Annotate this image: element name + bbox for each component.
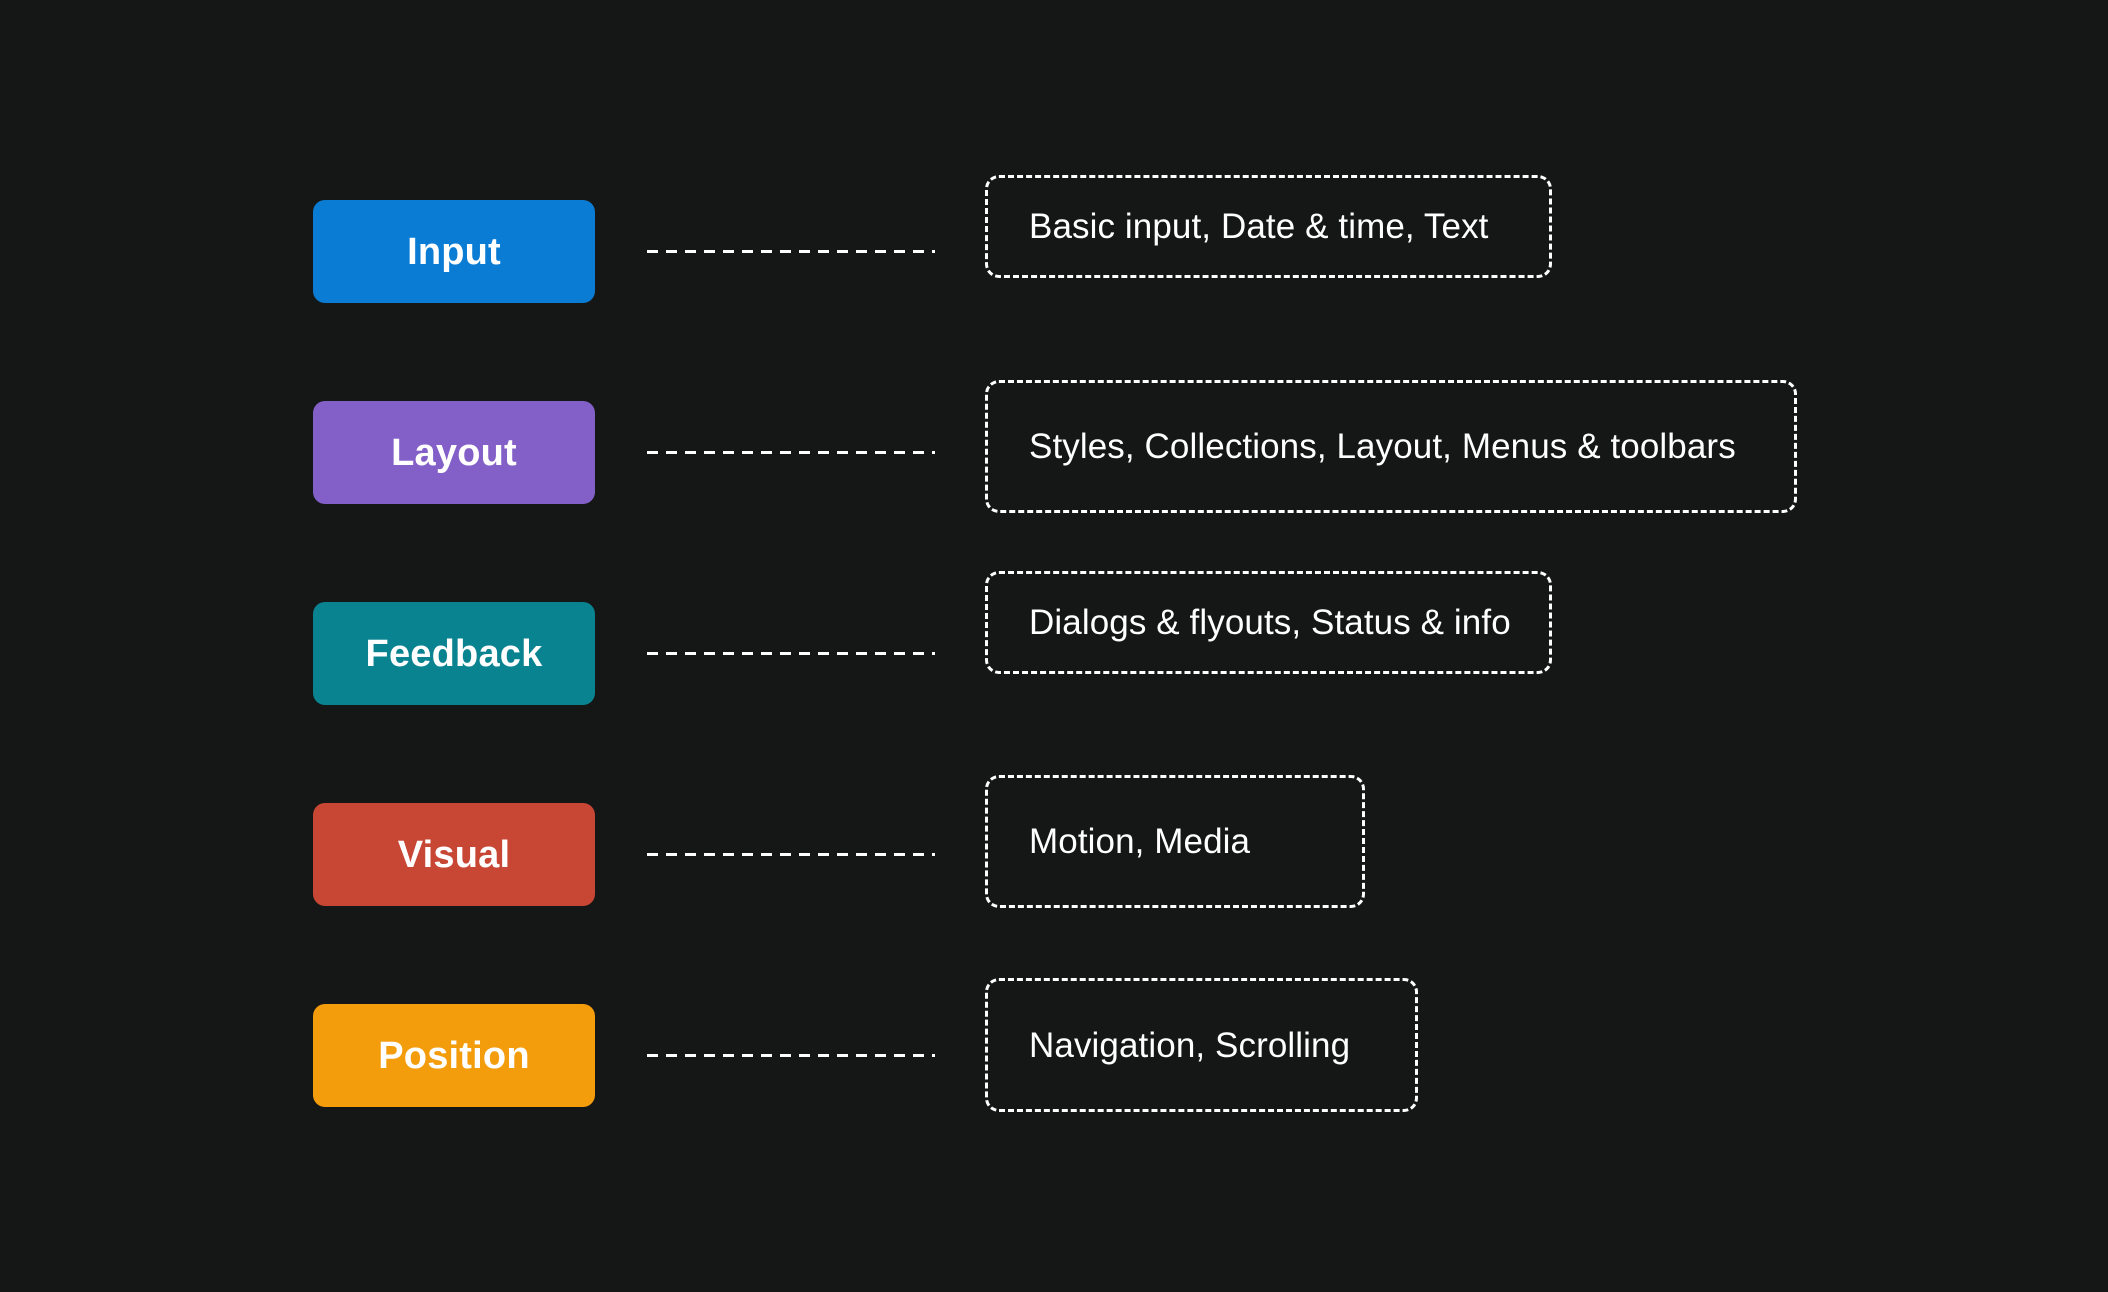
diagram-row-input: Input Basic input, Date & time, Text bbox=[0, 175, 2108, 303]
contents-box-label: Navigation, Scrolling bbox=[1029, 1025, 1351, 1065]
category-pill-input[interactable]: Input bbox=[313, 200, 595, 303]
contents-box-label: Basic input, Date & time, Text bbox=[1029, 207, 1489, 246]
dashed-connector-icon bbox=[647, 451, 935, 454]
contents-box-visual[interactable]: Motion, Media bbox=[985, 775, 1365, 908]
diagram-row-visual: Visual Motion, Media bbox=[0, 775, 2108, 908]
diagram-row-position: Position Navigation, Scrolling bbox=[0, 978, 2108, 1112]
category-pill-position[interactable]: Position bbox=[313, 1004, 595, 1107]
category-pill-label: Feedback bbox=[365, 632, 543, 675]
dashed-connector-icon bbox=[647, 853, 935, 856]
category-pill-label: Layout bbox=[391, 431, 517, 474]
diagram-row-layout: Layout Styles, Collections, Layout, Menu… bbox=[0, 380, 2108, 513]
category-pill-label: Visual bbox=[397, 833, 511, 876]
contents-box-label: Motion, Media bbox=[1029, 822, 1251, 861]
diagram-row-feedback: Feedback Dialogs & flyouts, Status & inf… bbox=[0, 571, 2108, 705]
category-pill-label: Position bbox=[378, 1034, 530, 1077]
contents-box-layout[interactable]: Styles, Collections, Layout, Menus & too… bbox=[985, 380, 1797, 513]
category-pill-feedback[interactable]: Feedback bbox=[313, 602, 595, 705]
category-pill-visual[interactable]: Visual bbox=[313, 803, 595, 906]
contents-box-label: Dialogs & flyouts, Status & info bbox=[1029, 603, 1511, 642]
contents-box-input[interactable]: Basic input, Date & time, Text bbox=[985, 175, 1552, 278]
category-pill-layout[interactable]: Layout bbox=[313, 401, 595, 504]
contents-box-feedback[interactable]: Dialogs & flyouts, Status & info bbox=[985, 571, 1552, 674]
category-pill-label: Input bbox=[407, 230, 501, 273]
contents-box-position[interactable]: Navigation, Scrolling bbox=[985, 978, 1418, 1112]
dashed-connector-icon bbox=[647, 1054, 935, 1057]
dashed-connector-icon bbox=[647, 652, 935, 655]
contents-box-label: Styles, Collections, Layout, Menus & too… bbox=[1029, 427, 1736, 466]
dashed-connector-icon bbox=[647, 250, 935, 253]
